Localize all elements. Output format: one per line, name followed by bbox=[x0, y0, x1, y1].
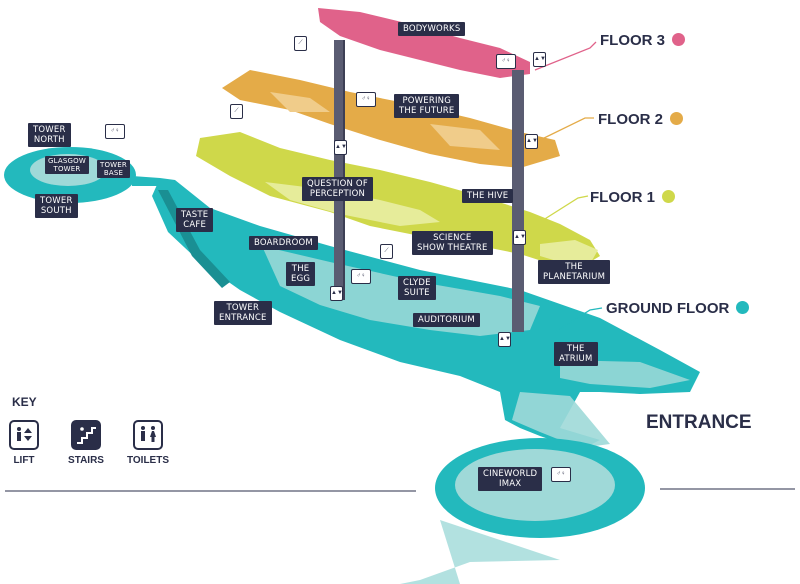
tower-walkway bbox=[132, 176, 162, 186]
key-item-lift: LIFT bbox=[0, 420, 54, 466]
floor2-light-b bbox=[430, 124, 500, 150]
toilets-icon: ♂♀ bbox=[351, 269, 371, 284]
cineworld-tail bbox=[400, 520, 560, 584]
label-tower-entrance[interactable]: TOWER ENTRANCE bbox=[214, 301, 272, 325]
label-taste-cafe[interactable]: TASTE CAFE bbox=[176, 208, 214, 232]
floor1-shape bbox=[196, 132, 600, 268]
pillar-right bbox=[512, 70, 524, 332]
label-tower-base[interactable]: TOWER BASE bbox=[97, 160, 130, 178]
entrance-label: ENTRANCE bbox=[646, 412, 752, 433]
label-powering-the-future[interactable]: POWERING THE FUTURE bbox=[394, 94, 460, 118]
planetarium-light bbox=[540, 240, 598, 264]
lift-icon: ▲▼ bbox=[334, 140, 347, 155]
label-auditorium[interactable]: AUDITORIUM bbox=[413, 313, 480, 327]
lift-icon bbox=[9, 420, 39, 450]
label-the-planetarium[interactable]: THE PLANETARIUM bbox=[538, 260, 611, 284]
toilets-icon: ♂♀ bbox=[356, 92, 376, 107]
ground-leader bbox=[554, 307, 603, 333]
floor2-dot bbox=[670, 112, 684, 125]
key-label-lift: LIFT bbox=[13, 455, 35, 466]
label-bodyworks[interactable]: BODYWORKS bbox=[398, 22, 466, 36]
label-science-show-theatre[interactable]: SCIENCE SHOW THEATRE bbox=[412, 231, 493, 255]
key-item-toilets: TOILETS bbox=[118, 420, 178, 466]
key-item-stairs: STAIRS bbox=[56, 420, 116, 466]
floor2-leader bbox=[539, 117, 594, 141]
floor3-dot bbox=[672, 33, 686, 46]
label-boardroom[interactable]: BOARDROOM bbox=[249, 236, 318, 250]
floor1-leader bbox=[539, 195, 589, 223]
key-label-stairs: STAIRS bbox=[68, 455, 104, 466]
floor3-label: FLOOR 3 bbox=[600, 32, 686, 49]
key-title: KEY bbox=[12, 395, 37, 409]
lift-icon: ▲▼ bbox=[525, 134, 538, 149]
toilets-icon: ♂♀ bbox=[551, 467, 571, 482]
floor2-light bbox=[270, 92, 330, 112]
pillar-left bbox=[334, 40, 345, 300]
lift-icon: ▲▼ bbox=[330, 286, 343, 301]
stairs-icon: ⟋ bbox=[230, 104, 243, 119]
toilets-icon: ♂♀ bbox=[105, 124, 125, 139]
atrium-light bbox=[560, 360, 690, 388]
stairs-icon: ⟋ bbox=[380, 244, 393, 259]
toilets-icon bbox=[133, 420, 163, 450]
toilets-icon: ♂♀ bbox=[496, 54, 516, 69]
lift-icon: ▲▼ bbox=[533, 52, 546, 67]
floor3-leader bbox=[534, 41, 597, 71]
label-glasgow-tower[interactable]: GLASGOW TOWER bbox=[45, 156, 89, 174]
label-the-egg[interactable]: THE EGG bbox=[286, 262, 316, 286]
floor1-dot bbox=[662, 190, 676, 203]
floor1-label: FLOOR 1 bbox=[590, 189, 676, 206]
label-the-atrium[interactable]: THE ATRIUM bbox=[554, 342, 598, 366]
label-clyde-suite[interactable]: CLYDE SUITE bbox=[398, 276, 436, 300]
entrance-path bbox=[512, 392, 610, 448]
floor3-shape bbox=[318, 8, 530, 78]
stairs-icon bbox=[71, 420, 101, 450]
stairs-icon: ⟋ bbox=[294, 36, 307, 51]
label-the-hive[interactable]: THE HIVE bbox=[462, 189, 514, 203]
label-question-of-perception[interactable]: QUESTION OF PERCEPTION bbox=[302, 177, 373, 201]
key-label-toilets: TOILETS bbox=[126, 455, 170, 466]
label-cineworld-imax[interactable]: CINEWORLD IMAX bbox=[478, 467, 543, 491]
lift-icon: ▲▼ bbox=[498, 332, 511, 347]
lift-icon: ▲▼ bbox=[513, 230, 526, 245]
ground-floor-label: GROUND FLOOR bbox=[606, 300, 750, 317]
ground-floor-dot bbox=[736, 301, 750, 314]
label-tower-south[interactable]: TOWER SOUTH bbox=[35, 194, 78, 218]
label-tower-north[interactable]: TOWER NORTH bbox=[28, 123, 71, 147]
floor2-label: FLOOR 2 bbox=[598, 111, 684, 128]
pillar-left-shade bbox=[343, 40, 345, 300]
